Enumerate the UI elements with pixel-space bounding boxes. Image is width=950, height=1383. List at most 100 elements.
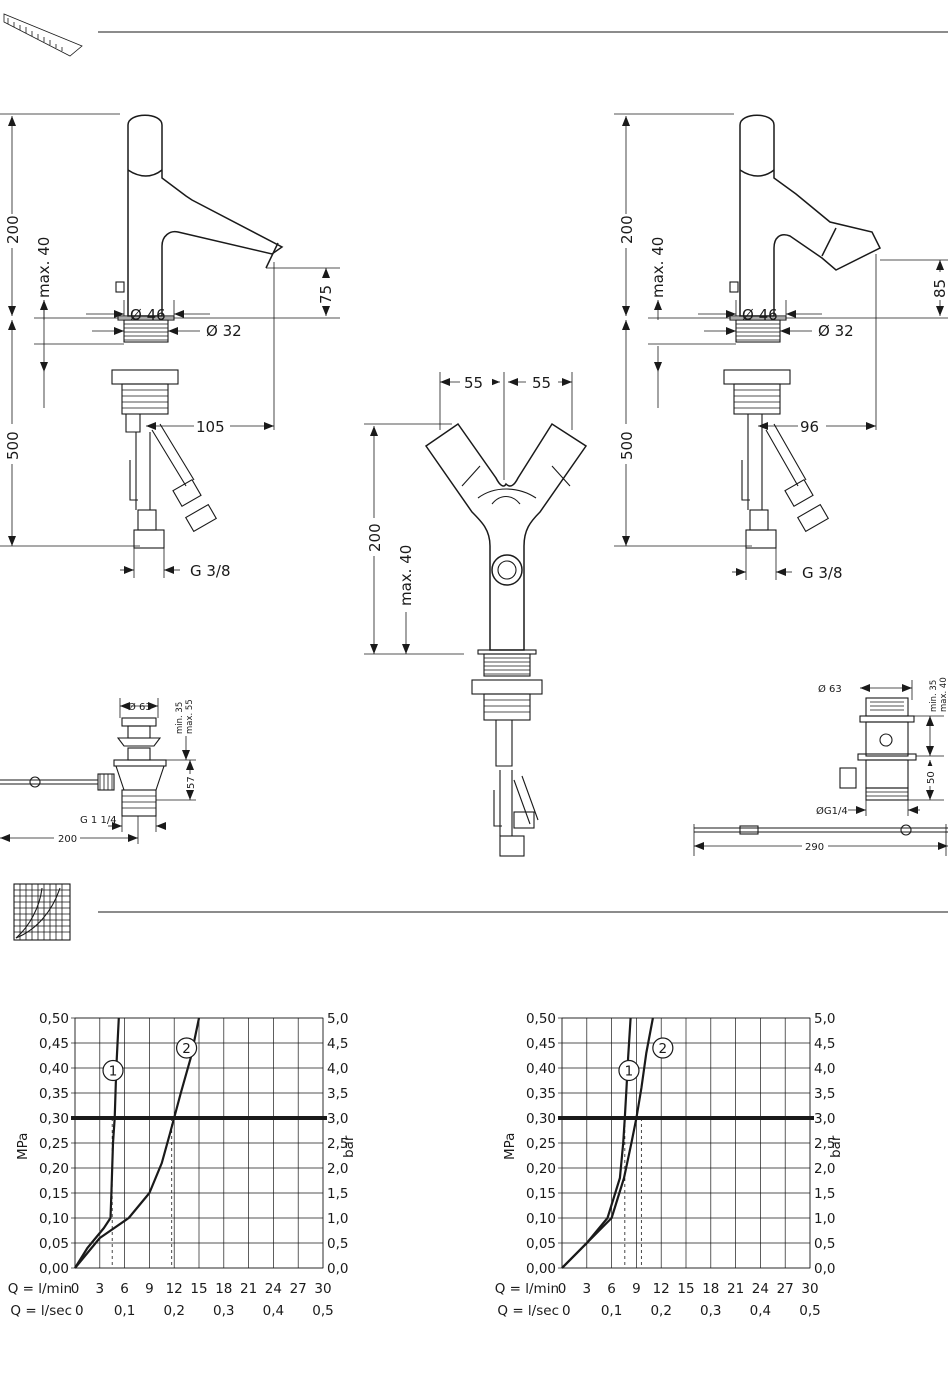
y-tick-left: 0,10 [39, 1211, 69, 1227]
dim-waste-right-min: min. 35 [929, 680, 939, 712]
dim-left-max: max. 40 [35, 237, 53, 298]
y-tick-right: 2,5 [327, 1136, 348, 1152]
y-tick-left: 0,50 [526, 1011, 556, 1027]
x-tick-lmin: 6 [120, 1281, 129, 1297]
x-tick-lsec: 0,2 [650, 1303, 671, 1319]
x-tick-lmin: 15 [190, 1281, 207, 1297]
x-tick-lmin: 12 [653, 1281, 670, 1297]
dim-left-spout-h: 75 [317, 285, 335, 304]
x-tick-lsec: 0 [75, 1303, 84, 1319]
dim-waste-right-thread: ØG1/4 [816, 805, 848, 817]
series-marker-2 [652, 1037, 674, 1059]
y-tick-right: 3,5 [327, 1086, 348, 1102]
y-tick-right: 1,5 [814, 1186, 835, 1202]
x-tick-lmin: 18 [702, 1281, 719, 1297]
y-tick-left: 0,15 [39, 1186, 69, 1202]
y-tick-left: 0,05 [526, 1236, 556, 1252]
y-tick-left: 0,50 [39, 1011, 69, 1027]
y-tick-right: 4,0 [814, 1061, 835, 1077]
y-tick-right: 3,0 [327, 1111, 348, 1127]
y-tick-left: 0,15 [526, 1186, 556, 1202]
x-axis-label-lsec: Q = l/sec [497, 1303, 559, 1319]
y-tick-left: 0,35 [526, 1086, 556, 1102]
x-tick-lmin: 3 [96, 1281, 105, 1297]
y-tick-left: 0,00 [526, 1261, 556, 1277]
x-axis-label-lsec: Q = l/sec [10, 1303, 72, 1319]
dim-right-thread: G 3/8 [802, 564, 843, 582]
x-tick-lmin: 15 [677, 1281, 694, 1297]
y-tick-left: 0,40 [39, 1061, 69, 1077]
y-tick-left: 0,05 [39, 1236, 69, 1252]
y-tick-right: 4,0 [327, 1061, 348, 1077]
y-tick-right: 2,5 [814, 1136, 835, 1152]
dim-front-max: max. 40 [397, 545, 415, 606]
y-tick-left: 0,45 [526, 1036, 556, 1052]
dim-left-dia-spout: Ø 46 [130, 306, 166, 324]
y-tick-right: 0,0 [327, 1261, 348, 1277]
dim-left-height: 200 [4, 215, 22, 244]
dim-left-dia-shank: Ø 32 [206, 322, 242, 340]
front-view-dimensions [364, 372, 573, 655]
x-tick-lsec: 0,2 [163, 1303, 184, 1319]
series-label-2: 2 [182, 1041, 191, 1057]
faucet-front-view [424, 422, 588, 857]
dim-right-dia-spout: Ø 46 [742, 306, 778, 324]
dim-right-reach: 96 [800, 418, 819, 436]
dim-top-left-55: 55 [464, 374, 483, 392]
x-tick-lmin: 0 [558, 1281, 567, 1297]
series-label-1: 1 [109, 1064, 118, 1080]
y-tick-right: 0,0 [814, 1261, 835, 1277]
y-tick-left: 0,25 [39, 1136, 69, 1152]
y-tick-left: 0,30 [526, 1111, 556, 1127]
dim-left-below: 500 [4, 431, 22, 460]
series-label-2: 2 [659, 1041, 668, 1057]
x-tick-lmin: 18 [215, 1281, 232, 1297]
x-tick-lmin: 24 [265, 1281, 282, 1297]
y-tick-right: 5,0 [814, 1011, 835, 1027]
x-tick-lsec: 0,4 [263, 1303, 284, 1319]
y-tick-right: 1,0 [327, 1211, 348, 1227]
y-tick-right: 4,5 [814, 1036, 835, 1052]
dim-front-height: 200 [366, 523, 384, 552]
dim-waste-right-50: 50 [926, 771, 937, 784]
x-tick-lsec: 0,4 [750, 1303, 771, 1319]
y-tick-right: 5,0 [327, 1011, 348, 1027]
dim-right-max: max. 40 [649, 237, 667, 298]
y-axis-label-left: MPa [502, 1133, 518, 1160]
x-tick-lmin: 30 [801, 1281, 818, 1297]
dim-waste-left-thread: G 1 1/4 [80, 815, 117, 826]
y-tick-right: 4,5 [327, 1036, 348, 1052]
x-tick-lmin: 0 [71, 1281, 80, 1297]
dim-waste-left-max: max. 55 [185, 699, 195, 734]
y-axis-label-right: bar [828, 1135, 844, 1158]
x-tick-lmin: 24 [752, 1281, 769, 1297]
y-tick-left: 0,00 [39, 1261, 69, 1277]
y-tick-left: 0,35 [39, 1086, 69, 1102]
y-axis-label-right: bar [341, 1135, 357, 1158]
dim-right-height: 200 [618, 215, 636, 244]
y-tick-left: 0,10 [526, 1211, 556, 1227]
pop-up-waste-right [694, 697, 948, 836]
y-axis-label-left: MPa [15, 1133, 31, 1160]
dim-waste-left-200: 200 [58, 834, 77, 845]
dim-waste-left-min: min. 35 [175, 702, 185, 734]
x-tick-lmin: 9 [145, 1281, 154, 1297]
x-tick-lmin: 21 [240, 1281, 257, 1297]
dim-left-thread: G 3/8 [190, 562, 231, 580]
x-tick-lsec: 0,5 [799, 1303, 820, 1319]
x-tick-lsec: 0,1 [601, 1303, 622, 1319]
y-tick-left: 0,40 [526, 1061, 556, 1077]
y-tick-right: 0,5 [327, 1236, 348, 1252]
dim-top-right-55: 55 [532, 374, 551, 392]
dim-left-reach: 105 [196, 418, 225, 436]
series-line-2 [561, 1017, 654, 1269]
series-marker-1 [618, 1059, 640, 1082]
x-tick-lsec: 0 [562, 1303, 571, 1319]
faucet-side-view-right [723, 114, 882, 549]
x-tick-lmin: 9 [632, 1281, 641, 1297]
series-line-1 [74, 1017, 120, 1269]
dim-right-spout-h: 85 [931, 279, 949, 298]
pop-up-waste-left [0, 717, 167, 817]
x-tick-lmin: 27 [290, 1281, 307, 1297]
